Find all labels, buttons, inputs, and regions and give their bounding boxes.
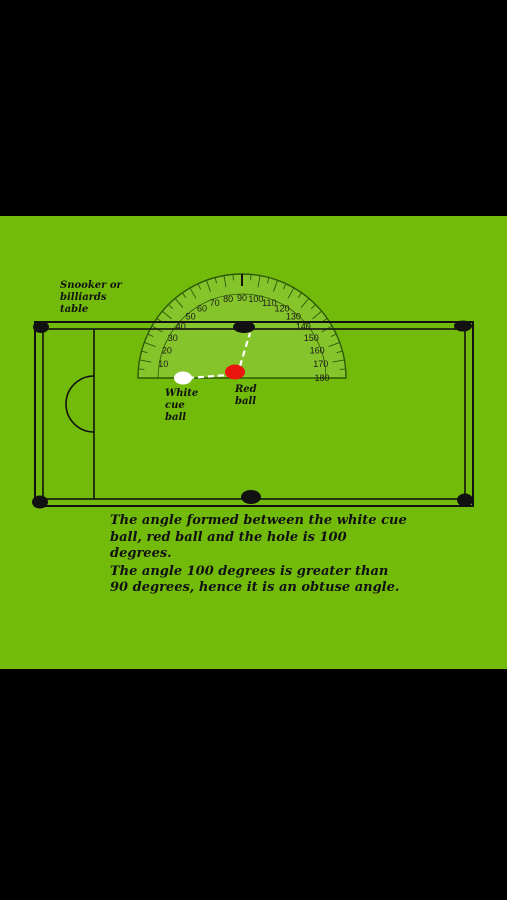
explanation-text: The angle formed between the white cue b… [110,513,410,597]
explanation-line-1: The angle formed between the white cue b… [110,513,407,561]
pocket-bottom-middle [241,490,261,504]
pocket-top-middle [233,321,255,333]
protractor-tick [141,350,148,354]
protractor-tick-label: 80 [223,294,233,304]
protractor-tick-label: 140 [296,322,311,332]
protractor-tick [250,274,252,281]
protractor-tick [174,298,184,308]
ray-cue-to-red [187,373,229,380]
explanation-line-2: The angle 100 degrees is greater than 90… [110,563,400,596]
cue-ball-label: White cue ball [165,388,199,423]
protractor-tick [189,287,197,299]
protractor-tick-label: 150 [304,333,319,343]
protractor-tick [297,292,303,298]
protractor-tick-label: 90 [237,293,247,303]
d-semicircle [65,375,95,433]
protractor-tick [328,342,340,347]
protractor-inner-arc [157,293,327,379]
protractor-tick [181,292,187,298]
protractor-ticks [138,274,346,379]
protractor-tick-label: 50 [186,312,196,322]
red-ball-label: Red ball [235,384,257,407]
protractor-tick [273,280,278,292]
protractor-tick [283,283,287,290]
protractor-tick [223,275,227,288]
protractor-tick-label: 130 [286,312,301,322]
pocket-bottom-left [32,495,48,509]
protractor-tick [232,274,234,281]
protractor-tick [336,350,343,354]
protractor-tick-label: 170 [313,359,328,369]
protractor-tick-label: 180 [314,373,329,383]
pocket-top-left [33,321,49,333]
protractor-tick [287,287,295,299]
pocket-top-right [454,320,472,332]
protractor-tick-label: 30 [168,333,178,343]
protractor-tick [300,298,310,308]
table-label: Snooker or billiards table [60,280,122,315]
ray-red-to-pocket [238,332,252,367]
protractor-tick [206,280,211,292]
protractor-tick [257,275,261,288]
protractor-tick-label: 40 [176,322,186,332]
protractor-tick [310,304,316,310]
protractor-tick [197,283,201,290]
protractor-tick [162,310,172,320]
protractor-tick [214,277,218,284]
pockets [32,320,473,509]
protractor-tick [312,310,322,320]
white-cue-ball [174,371,192,385]
protractor-tick-label: 60 [197,304,207,314]
pocket-bottom-right [457,493,473,507]
protractor-tick-label: 20 [162,346,172,356]
protractor-tick [168,304,174,310]
protractor-tick [138,368,145,370]
protractor-tick-label: 70 [210,298,220,308]
protractor-tick-label: 100 [248,294,263,304]
protractor-tick [139,359,152,363]
red-ball [225,364,245,380]
protractor-tick [330,333,337,337]
protractor-tick [332,359,345,363]
protractor-tick [144,342,156,347]
protractor-tick [339,368,346,370]
protractor-tick-label: 10 [158,359,168,369]
protractor-tick [266,277,270,284]
table-outer-rail [34,321,474,507]
protractor-tick-label: 110 [262,298,276,308]
protractor-tick [147,333,154,337]
protractor-tick-label: 120 [274,304,289,314]
protractor-tick-label: 160 [310,346,325,356]
